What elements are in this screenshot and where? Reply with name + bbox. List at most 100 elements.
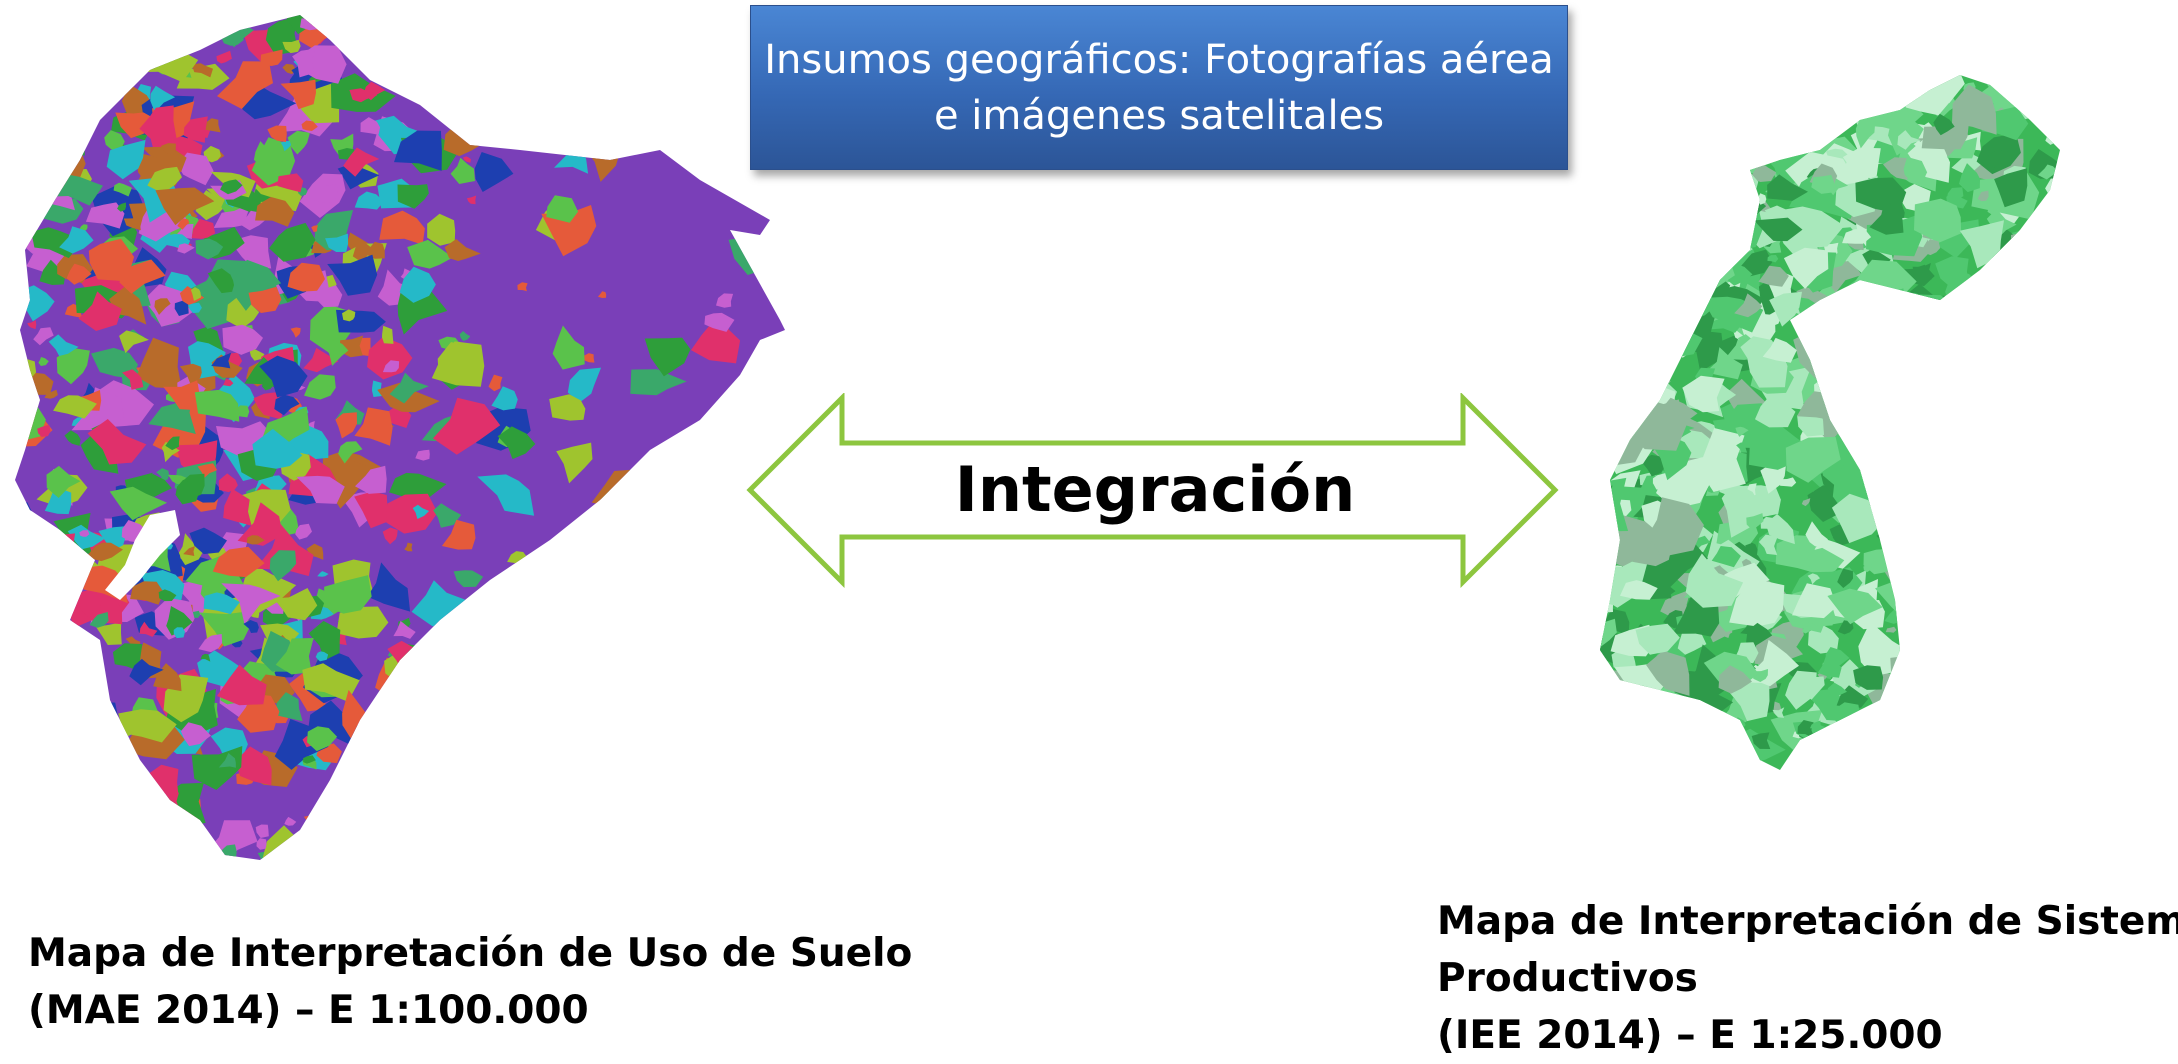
productive-systems-patch xyxy=(1710,205,1724,216)
productive-systems-patch xyxy=(1637,744,1656,754)
land-use-patch xyxy=(85,202,125,229)
land-use-patch xyxy=(477,474,535,516)
productive-systems-patch xyxy=(1829,524,1853,547)
productive-systems-patch xyxy=(1859,724,1896,764)
productive-systems-patch xyxy=(1956,620,1995,654)
productive-systems-patch xyxy=(1757,193,1767,205)
productive-systems-patch xyxy=(1991,657,2054,708)
productive-systems-patch xyxy=(1938,572,1973,603)
land-use-patch xyxy=(546,195,579,223)
productive-systems-patch xyxy=(1778,145,1790,155)
productive-systems-patch xyxy=(1821,333,1836,343)
productive-systems-patch xyxy=(2058,403,2060,419)
productive-systems-patch xyxy=(1844,404,1898,447)
productive-systems-patch xyxy=(1966,295,1978,305)
productive-systems-patch xyxy=(1724,75,1765,101)
productive-systems-patch xyxy=(1600,320,1627,367)
productive-systems-patch xyxy=(2001,427,2024,449)
productive-systems-patch xyxy=(1600,688,1610,699)
productive-systems-patch xyxy=(1685,110,1702,118)
productive-systems-patch xyxy=(1977,584,2031,630)
land-use-patch xyxy=(304,374,336,400)
productive-systems-patch xyxy=(1894,515,1959,562)
productive-systems-patch xyxy=(2037,487,2060,522)
land-use-patch xyxy=(46,465,81,498)
productive-systems-patch xyxy=(2003,523,2056,568)
productive-systems-patch xyxy=(1600,207,1616,239)
productive-systems-patch xyxy=(1955,469,2000,503)
productive-systems-patch xyxy=(1925,390,1976,426)
productive-systems-patch xyxy=(1601,91,1639,121)
land-use-patch xyxy=(103,811,115,822)
productive-systems-patch xyxy=(2055,439,2060,447)
productive-systems-patch xyxy=(1772,707,1785,718)
land-use-patch xyxy=(280,140,292,152)
header-line-2: e imágenes satelitales xyxy=(933,92,1385,139)
productive-systems-patch xyxy=(1913,465,1963,516)
land-use-patch xyxy=(432,397,501,455)
productive-systems-patch xyxy=(2046,75,2060,85)
productive-systems-patch xyxy=(1891,292,1953,333)
land-use-patch xyxy=(255,523,314,577)
productive-systems-patch xyxy=(1659,228,1678,241)
productive-systems-patch xyxy=(2037,164,2057,180)
productive-systems-patch xyxy=(2005,601,2015,608)
land-use-patch xyxy=(343,147,380,177)
land-use-patch xyxy=(232,259,282,311)
productive-systems-patch xyxy=(1640,111,1656,126)
land-use-patch xyxy=(370,814,391,832)
productive-systems-patch xyxy=(1953,728,1981,749)
productive-systems-patch xyxy=(2046,725,2060,745)
productive-systems-patch xyxy=(1627,108,1653,130)
land-use-patch xyxy=(323,808,353,829)
productive-systems-patch xyxy=(1923,331,1985,384)
land-use-patch xyxy=(27,320,37,330)
productive-systems-patch xyxy=(1947,373,1970,407)
land-use-patch xyxy=(317,571,329,577)
productive-systems-patch xyxy=(1640,454,1666,477)
productive-systems-patch xyxy=(1994,300,2028,328)
productive-systems-patch xyxy=(1817,655,1842,678)
land-use-patch xyxy=(191,218,216,239)
productive-systems-patch xyxy=(2000,359,2028,382)
header-line-1: Insumos geográficos: Fotografías aérea xyxy=(764,36,1554,83)
productive-systems-patch xyxy=(1708,753,1750,770)
productive-systems-caption-line-2: Productivos xyxy=(1437,956,1698,1001)
productive-systems-patch xyxy=(1805,310,1850,345)
productive-systems-patch xyxy=(2004,758,2056,770)
productive-systems-patch xyxy=(1600,418,1618,458)
productive-systems-patch xyxy=(1822,747,1837,762)
productive-systems-patch xyxy=(1931,376,1971,420)
land-use-patch xyxy=(119,330,149,354)
land-use-patch xyxy=(87,419,147,465)
productive-systems-patch xyxy=(2006,648,2021,660)
productive-systems-patch xyxy=(1936,462,1967,487)
land-use-patch xyxy=(274,692,303,722)
productive-systems-patch xyxy=(2038,480,2055,491)
land-use-patch xyxy=(491,386,518,411)
productive-systems-patch xyxy=(1600,233,1636,263)
land-use-patch xyxy=(716,293,734,308)
productive-systems-patch xyxy=(1945,479,1979,501)
productive-systems-patch xyxy=(1869,199,1904,235)
productive-systems-patch xyxy=(1880,327,1904,345)
productive-systems-patch xyxy=(1740,336,1783,369)
productive-systems-patch xyxy=(1624,710,1637,722)
productive-systems-patch xyxy=(1685,553,1744,608)
land-use-patch xyxy=(197,463,218,478)
land-use-patch xyxy=(314,184,338,204)
productive-systems-patch xyxy=(2040,425,2060,449)
productive-systems-patch xyxy=(1745,119,1767,134)
land-use-patch xyxy=(129,658,164,686)
land-use-patch xyxy=(255,824,269,838)
productive-systems-patch xyxy=(1656,586,1676,599)
land-use-patch xyxy=(200,653,211,662)
productive-systems-patch xyxy=(1807,573,1820,585)
land-use-patch xyxy=(277,173,304,193)
productive-systems-patch xyxy=(1748,103,1760,110)
productive-systems-patch xyxy=(1799,127,1817,143)
productive-systems-patch xyxy=(1929,737,1972,768)
land-use-patch xyxy=(382,325,394,344)
land-use-patch xyxy=(367,336,413,380)
productive-systems-patch xyxy=(1685,249,1718,272)
